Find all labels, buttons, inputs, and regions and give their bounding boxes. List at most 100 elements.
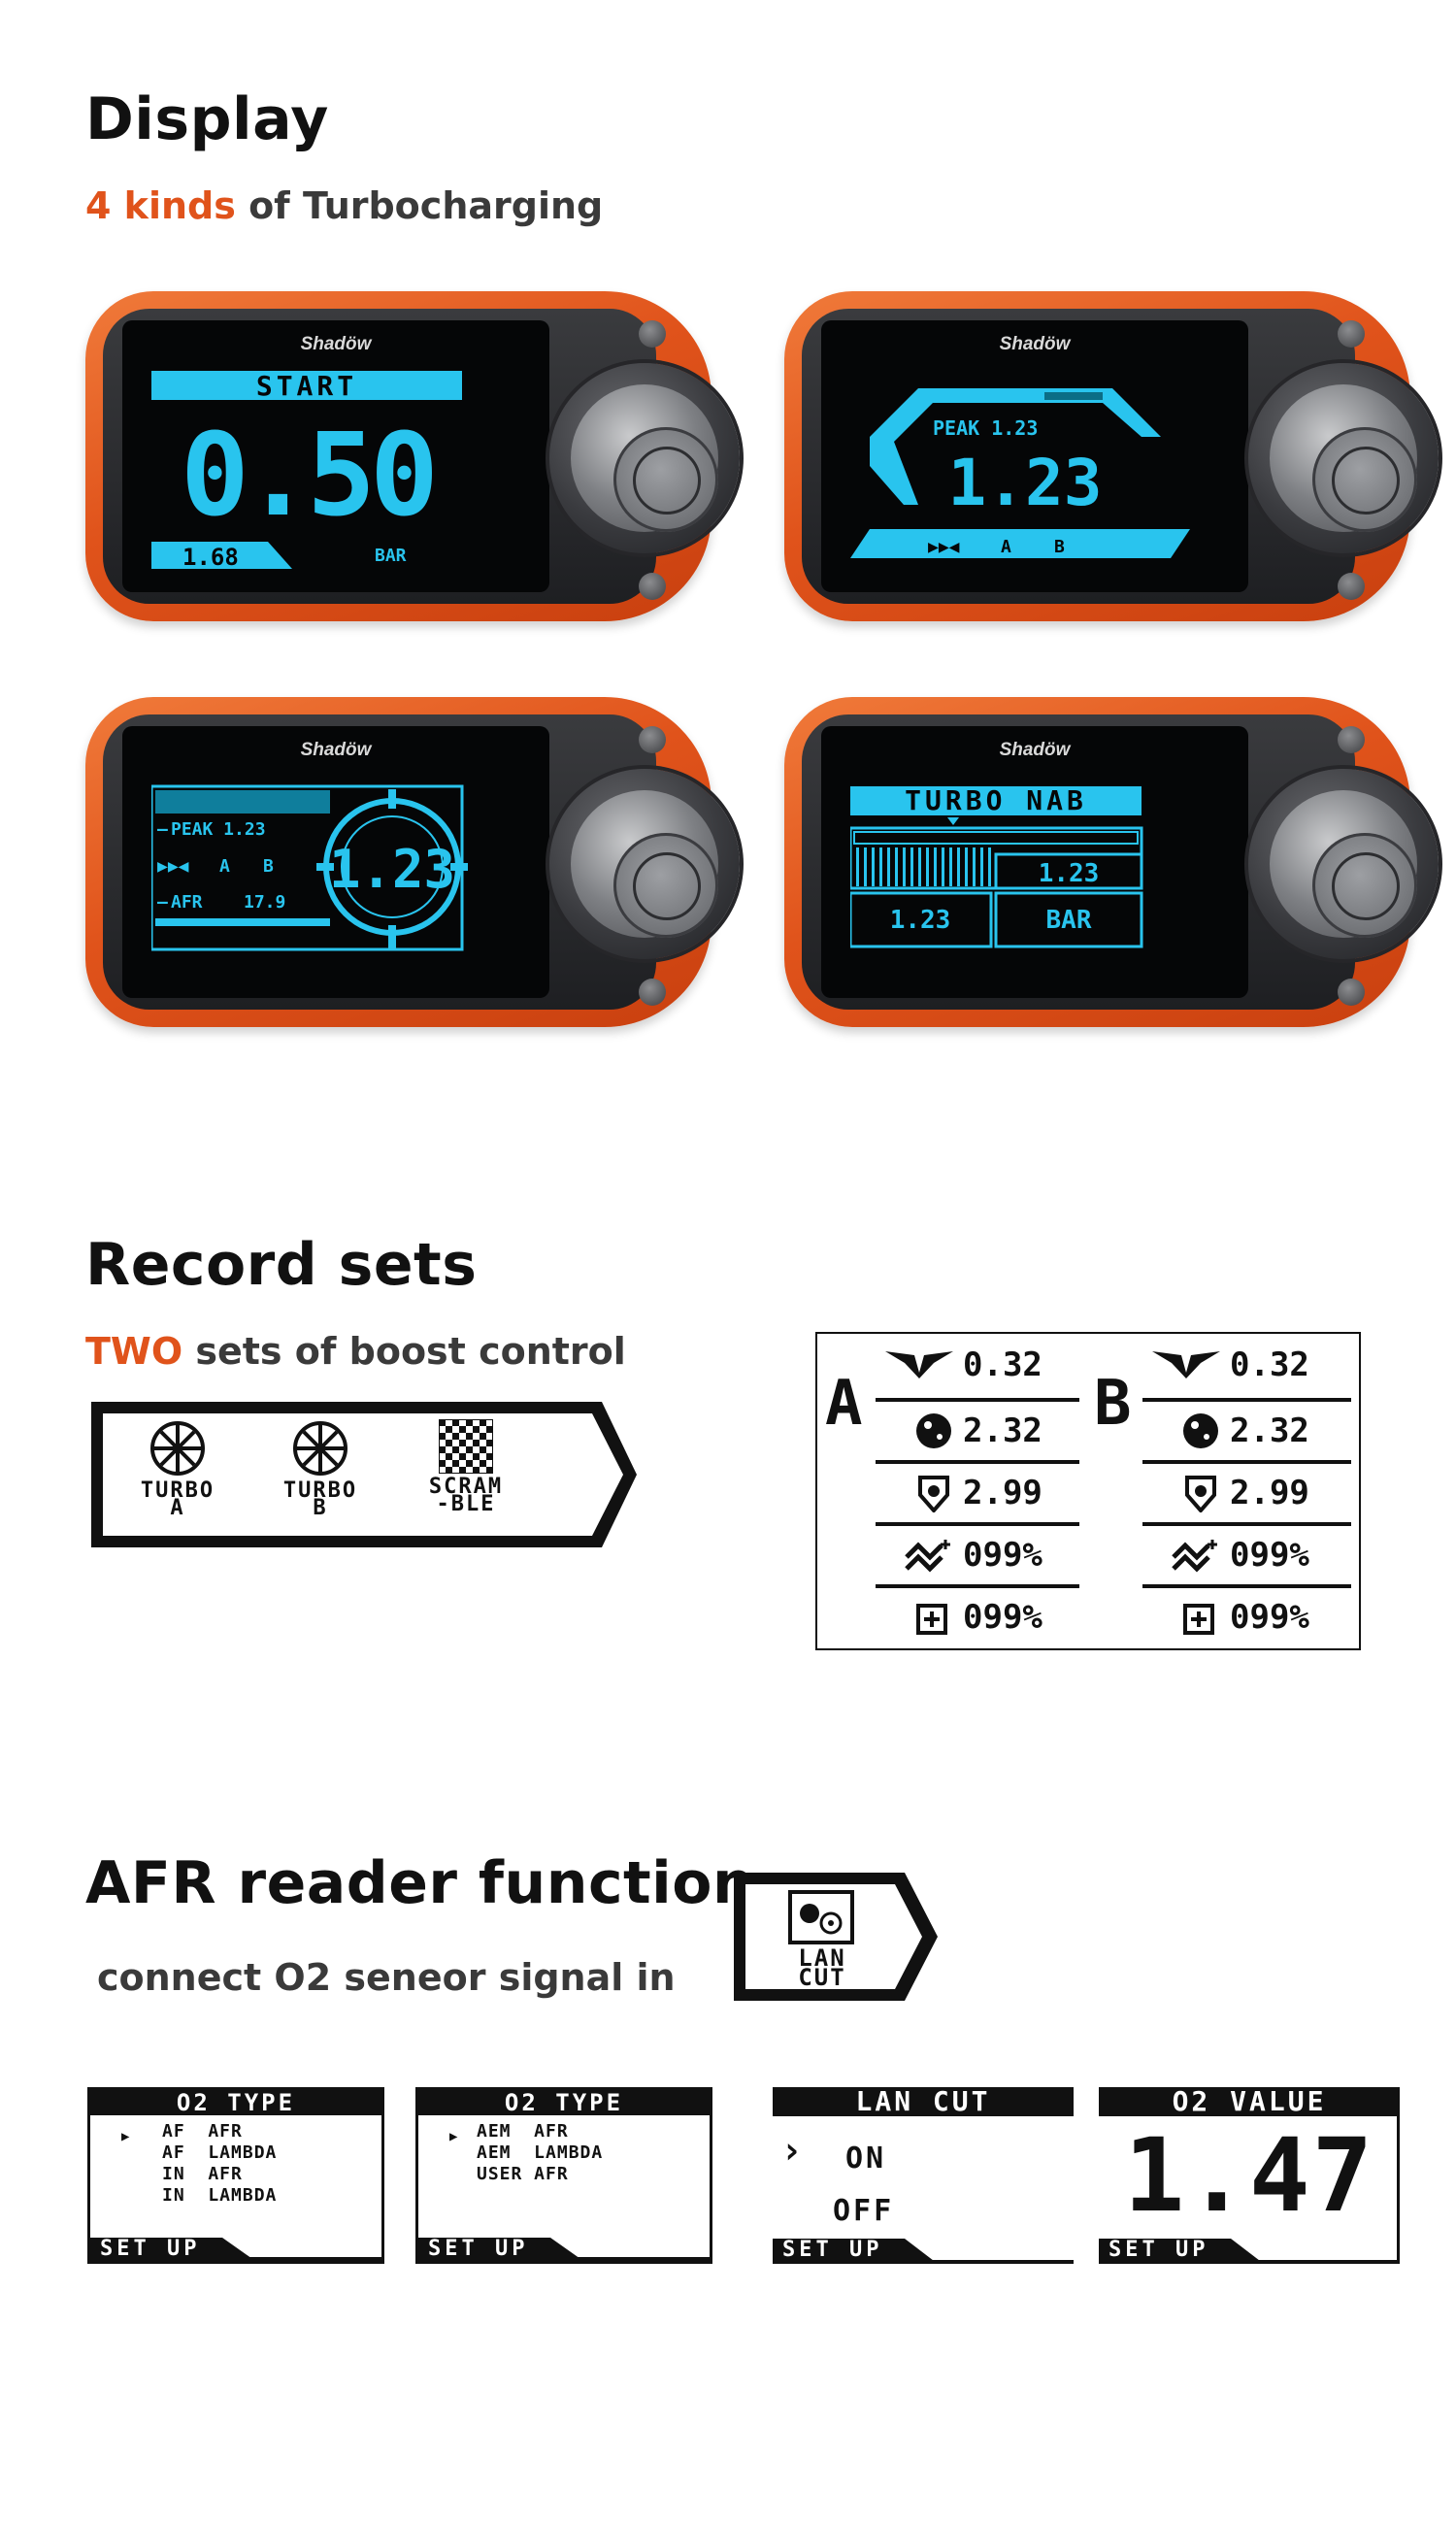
gauge-device-3: Shadöw – PEAK 1.23 ▶▶◀ A B – AFR 17.9 [85, 697, 740, 1027]
screen3-b: B [263, 856, 274, 877]
screen3-afr-value: 17.9 [244, 892, 285, 913]
lan-cut-off-option[interactable]: OFF [833, 2194, 895, 2228]
lcd-screen: Shadöw – PEAK 1.23 ▶▶◀ A B – AFR 17.9 [122, 726, 549, 998]
mode-label-line2: A [170, 1496, 185, 1520]
add-box-icon [916, 1604, 947, 1635]
checker-flag-icon [437, 1417, 495, 1476]
panel-header: O2 TYPE [90, 2090, 381, 2115]
list-item: AEM AFR [477, 2121, 569, 2142]
list-item: AF AFR [162, 2121, 243, 2142]
display-title: Display [85, 85, 329, 153]
setup-footer: SET UP [90, 2238, 255, 2261]
record-subtitle: TWO sets of boost control [85, 1330, 626, 1373]
screen4-header: TURBO NAB [905, 784, 1087, 816]
screen2-b: B [1054, 537, 1065, 557]
turbo-fan-icon [150, 1421, 205, 1476]
setup-footer: SET UP [1099, 2239, 1264, 2264]
svg-text:▶▶◀: ▶▶◀ [928, 537, 960, 557]
status-led-bottom [1338, 979, 1365, 1006]
svg-text:▶▶◀: ▶▶◀ [157, 856, 189, 877]
control-knob[interactable] [549, 363, 740, 553]
set-a-row-5: 099% [963, 1598, 1042, 1637]
lan-cut-badge-line1: LAN [798, 1944, 846, 1972]
screen3-a: A [219, 856, 230, 877]
screen1-value: 0.50 [181, 408, 433, 542]
panel-header: O2 VALUE [1099, 2087, 1400, 2116]
status-led-bottom [639, 573, 666, 600]
panel-header: O2 TYPE [418, 2090, 710, 2115]
set-a-letter: A [825, 1368, 863, 1440]
record-title: Record sets [85, 1231, 478, 1299]
setup-footer: SET UP [418, 2238, 583, 2261]
status-led-top [639, 726, 666, 753]
shield-gauge-icon [918, 1476, 949, 1512]
lcd-screen: Shadöw TURBO NAB 1.23 [821, 726, 1248, 998]
display-subtitle: 4 kinds of Turbocharging [85, 184, 603, 227]
record-sets-panel: A B 0.32 2.32 2.99 099% 099% 0.32 2.32 2… [815, 1332, 1361, 1650]
set-b-row-5: 099% [1230, 1598, 1309, 1637]
wing-icon [1152, 1351, 1220, 1378]
boost-wave-icon [1172, 1540, 1217, 1573]
set-b-row-3: 2.99 [1230, 1474, 1309, 1512]
gauge-device-1: Shadöw START 0.50 1.68 BAR [85, 291, 740, 621]
set-b-letter: B [1094, 1368, 1132, 1440]
control-knob[interactable] [1248, 363, 1439, 553]
mode-label-line1: TURBO [282, 1478, 358, 1503]
display-subtitle-accent: 4 kinds [85, 184, 236, 227]
list-item: USER AFR [477, 2164, 569, 2184]
set-b-row-4: 099% [1230, 1536, 1309, 1575]
list-item: IN LAMBDA [162, 2185, 278, 2206]
afr-subtitle: connect O2 seneor signal in [97, 1956, 676, 1999]
wing-icon [885, 1351, 953, 1378]
screen1-unit: BAR [375, 546, 407, 566]
afr-title: AFR reader function [85, 1849, 755, 1917]
set-a-row-3: 2.99 [963, 1474, 1042, 1512]
screen1-header: START [256, 370, 357, 402]
set-b-row-1: 0.32 [1230, 1345, 1309, 1384]
lan-cut-panel: LAN CUT › ON OFF SET UP [773, 2087, 1074, 2264]
screen3-afr-label: AFR [171, 892, 203, 913]
selection-arrow-icon: ▶ [449, 2129, 458, 2144]
set-a-row-1: 0.32 [963, 1345, 1042, 1384]
screen4-left-value: 1.23 [890, 906, 951, 935]
status-led-top [639, 320, 666, 348]
o2-value: 1.47 [1123, 2116, 1375, 2235]
control-knob[interactable] [1248, 769, 1439, 959]
boost-wave-icon [905, 1540, 950, 1573]
mode-scramble[interactable]: SCRAM-BLE [403, 1417, 529, 1516]
lcd-screen: Shadöw START 0.50 1.68 BAR [122, 320, 549, 592]
status-led-top [1338, 726, 1365, 753]
screen2-a: A [1001, 537, 1011, 557]
control-knob[interactable] [549, 769, 740, 959]
set-a-row-2: 2.32 [963, 1411, 1042, 1450]
list-item: AEM LAMBDA [477, 2142, 604, 2163]
mode-label-line2: B [313, 1496, 328, 1520]
mode-label-line2: -BLE [436, 1492, 496, 1516]
brand-logo: Shadöw [999, 334, 1071, 354]
status-led-top [1338, 320, 1365, 348]
brand-logo: Shadöw [300, 334, 372, 354]
lcd-screen: Shadöw PEAK 1.23 1.23 ▶▶◀ A B [821, 320, 1248, 592]
lan-cut-on-option[interactable]: ON [845, 2142, 887, 2175]
screen4-value: 1.23 [1039, 859, 1100, 888]
status-led-bottom [639, 979, 666, 1006]
add-box-icon [1183, 1604, 1214, 1635]
list-item: AF LAMBDA [162, 2142, 278, 2163]
svg-text:–: – [157, 819, 168, 840]
o2-value-panel: O2 VALUE 1.47 SET UP [1099, 2087, 1400, 2264]
set-b-row-2: 2.32 [1230, 1411, 1309, 1450]
lan-cut-badge-line2: CUT [798, 1964, 846, 1991]
screen3-value: 1.23 [329, 839, 455, 900]
screen3-peak-label: PEAK 1.23 [171, 819, 266, 840]
mode-label-line1: TURBO [140, 1478, 215, 1503]
selection-arrow-icon: ▶ [121, 2129, 130, 2144]
dial-icon [1183, 1413, 1218, 1448]
